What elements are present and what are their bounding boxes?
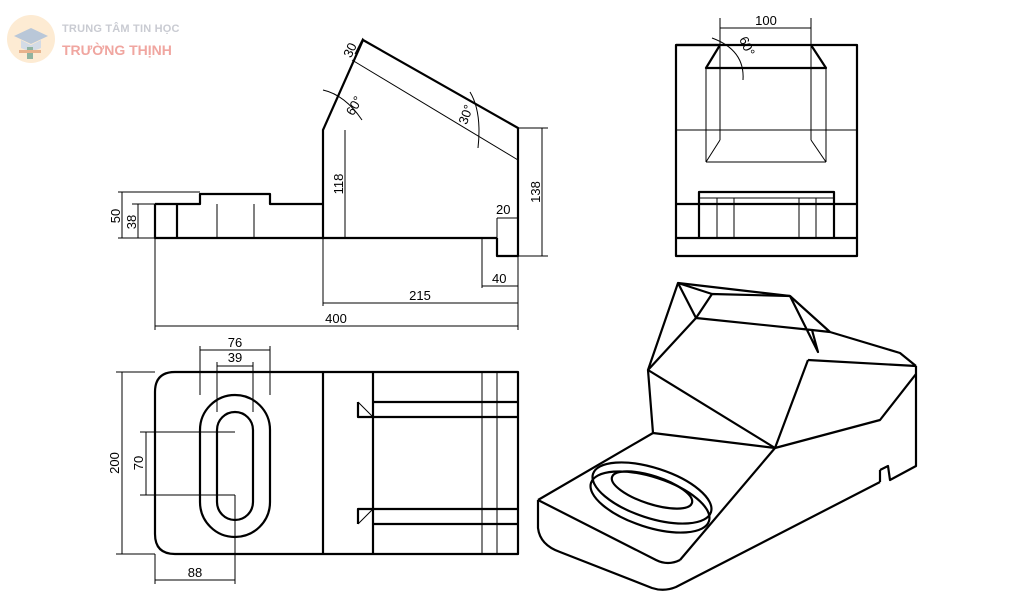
logo-line1: TRUNG TÂM TIN HỌC <box>62 23 180 35</box>
dim-138: 138 <box>528 181 543 203</box>
dim-50: 50 <box>108 209 123 223</box>
dim-40: 40 <box>492 271 506 286</box>
dim-39: 39 <box>228 350 242 365</box>
dim-100: 100 <box>755 13 777 28</box>
angle-30-front: 30° <box>455 103 476 127</box>
dim-38: 38 <box>124 215 139 229</box>
top-view: 76 39 200 70 88 <box>107 335 520 584</box>
angle-60-side: 60° <box>736 34 758 58</box>
dim-400: 400 <box>325 311 347 326</box>
dim-200: 200 <box>107 452 122 474</box>
isometric-view <box>536 281 918 591</box>
logo: TRUNG TÂM TIN HỌC TRƯỜNG THỊNH <box>2 12 202 72</box>
dim-215: 215 <box>409 288 431 303</box>
dim-88: 88 <box>188 565 202 580</box>
side-view: 100 60° <box>674 13 859 258</box>
dim-76: 76 <box>228 335 242 350</box>
angle-60-front: 60° <box>343 93 366 118</box>
front-view: 50 38 118 138 20 40 215 400 30 60° 30° <box>108 37 548 330</box>
dim-70: 70 <box>131 456 146 470</box>
dim-118: 118 <box>331 174 346 195</box>
graduation-cap-icon <box>7 15 55 63</box>
dim-20: 20 <box>496 202 510 217</box>
angle-30-length: 30 <box>340 40 360 59</box>
logo-line2: TRƯỜNG THỊNH <box>62 42 172 58</box>
